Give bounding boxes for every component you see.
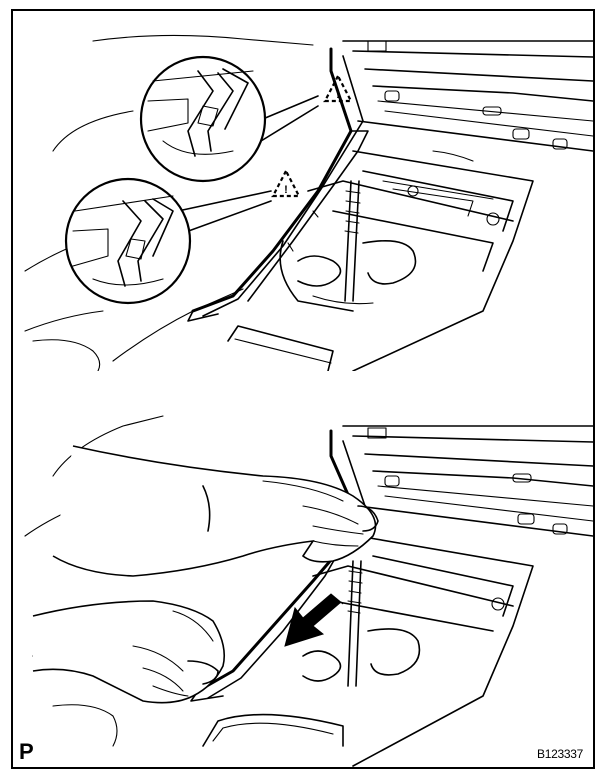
hand-holding-trim [32, 600, 226, 704]
caution-triangle-icon: ! [323, 73, 353, 103]
shift-lever [347, 560, 363, 687]
console-side-trim [187, 47, 369, 322]
illustration-frame: ! ! [11, 9, 595, 769]
svg-text:!: ! [284, 184, 288, 196]
svg-text:!: ! [336, 89, 340, 101]
removal-arrow-icon [284, 593, 344, 647]
top-illustration-panel: ! ! [13, 11, 593, 371]
console-panel-clip-detail: ! ! [24, 34, 593, 371]
bottom-illustration-panel [13, 406, 593, 771]
page-letter: P [19, 739, 34, 764]
clip-detail-callout-lower [64, 177, 272, 305]
figure-code: B123337 [537, 747, 583, 761]
console-tray [227, 150, 534, 371]
caution-triangle-icon: ! [271, 168, 301, 198]
audio-unit [342, 425, 593, 537]
hand-pulling-trim [52, 445, 379, 577]
shift-lever [344, 180, 361, 302]
audio-unit [342, 40, 593, 162]
console-tray [302, 535, 534, 767]
console-panel-removal-step [24, 415, 593, 767]
clip-detail-callout-upper [139, 55, 319, 183]
